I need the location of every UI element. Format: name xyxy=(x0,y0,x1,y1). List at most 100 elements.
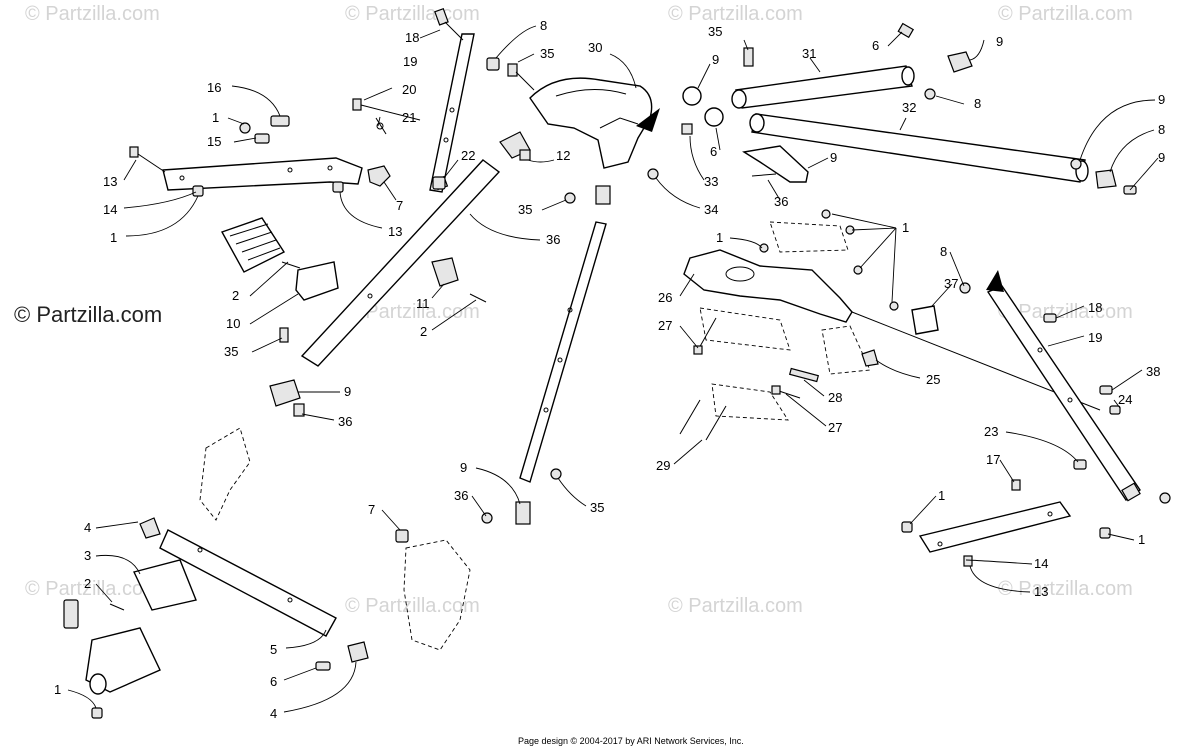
callout-21[interactable]: 21 xyxy=(402,110,416,125)
nut-1-brace-end[interactable] xyxy=(1159,492,1171,504)
clip-11[interactable] xyxy=(431,257,459,287)
bolt-20[interactable] xyxy=(352,98,421,121)
bolt-38[interactable] xyxy=(1099,385,1113,395)
nut-36-center[interactable] xyxy=(564,192,576,204)
callout-1[interactable]: 1 xyxy=(716,230,723,245)
nuts-1-column[interactable] xyxy=(759,209,899,311)
callout-8[interactable]: 8 xyxy=(940,244,947,259)
callout-8[interactable]: 8 xyxy=(974,96,981,111)
nut-1-lower-left[interactable] xyxy=(91,707,103,719)
clamp-4-lower[interactable] xyxy=(347,641,369,663)
collar-36-right[interactable] xyxy=(681,123,693,135)
clamp-9-left[interactable] xyxy=(269,379,301,407)
clip-7-lower[interactable] xyxy=(395,529,409,543)
callout-37[interactable]: 37 xyxy=(944,276,958,291)
callout-14[interactable]: 14 xyxy=(103,202,117,217)
clip-7-upper[interactable] xyxy=(367,165,391,187)
pin-21[interactable] xyxy=(375,117,387,135)
nut-35-center[interactable] xyxy=(647,168,659,180)
electronic-module[interactable] xyxy=(220,217,286,273)
front-tube-12b[interactable] xyxy=(519,221,607,483)
callout-35[interactable]: 34 xyxy=(704,202,718,217)
callout-33[interactable]: 9 xyxy=(830,150,837,165)
bolt-6-lower[interactable] xyxy=(315,661,331,671)
bolt-15[interactable] xyxy=(254,133,270,144)
nut-1-bracket-left[interactable] xyxy=(901,521,913,533)
nut-8-upper[interactable] xyxy=(486,57,500,71)
cap-9-b[interactable] xyxy=(704,107,724,127)
callout-1[interactable]: 1 xyxy=(110,230,117,245)
callout-35[interactable]: 35 xyxy=(540,46,554,61)
nut-24[interactable] xyxy=(1109,405,1121,415)
callout-22[interactable]: 22 xyxy=(461,148,475,163)
callout-35[interactable]: 35 xyxy=(224,344,238,359)
callout-32[interactable]: 32 xyxy=(902,100,916,115)
bolt-27-upper[interactable] xyxy=(693,317,717,355)
callout-7[interactable]: 7 xyxy=(396,198,403,213)
callout-9[interactable]: 12 xyxy=(556,148,570,163)
callout-18[interactable]: 18 xyxy=(405,30,419,45)
callout-2[interactable]: 2 xyxy=(84,576,91,591)
cross-bar-5[interactable] xyxy=(159,529,337,637)
callout-2[interactable]: 2 xyxy=(420,324,427,339)
clip-37[interactable] xyxy=(911,305,939,335)
steering-bracket-30[interactable] xyxy=(529,77,660,169)
callout-36[interactable]: 36 xyxy=(454,488,468,503)
bolt-35-left[interactable] xyxy=(279,327,289,343)
callout-1[interactable]: 1 xyxy=(212,110,219,125)
bolt-17[interactable] xyxy=(1011,479,1021,491)
callout-24[interactable]: 24 xyxy=(1118,392,1132,407)
spring-28[interactable] xyxy=(788,367,820,383)
cap-9-a[interactable] xyxy=(682,86,702,106)
callout-36[interactable]: 36 xyxy=(338,414,352,429)
callout-6[interactable]: 9 xyxy=(1158,150,1165,165)
callout-38[interactable]: 38 xyxy=(1146,364,1160,379)
callout-27[interactable]: 27 xyxy=(828,420,842,435)
bolt-13-right[interactable] xyxy=(332,181,344,193)
nut-36-lower[interactable] xyxy=(481,512,493,524)
callout-28[interactable]: 28 xyxy=(828,390,842,405)
callout-36[interactable]: 35 xyxy=(518,202,532,217)
bracket-14-lower-right[interactable] xyxy=(918,501,1072,553)
callout-29[interactable]: 29 xyxy=(656,458,670,473)
nut-8-right[interactable] xyxy=(924,88,936,100)
collar-36-left[interactable] xyxy=(293,403,305,417)
bolt-13-lower-right[interactable] xyxy=(963,555,973,567)
callout-9[interactable]: 8 xyxy=(1158,122,1165,137)
callout-1[interactable]: 1 xyxy=(938,488,945,503)
callout-6[interactable]: 6 xyxy=(270,674,277,689)
callout-8[interactable]: 8 xyxy=(540,18,547,33)
callout-6[interactable]: 6 xyxy=(872,38,879,53)
callout-4[interactable]: 4 xyxy=(270,706,277,721)
clamp-9-lower[interactable] xyxy=(515,501,531,525)
callout-13[interactable]: 13 xyxy=(103,174,117,189)
bolt-27-lower[interactable] xyxy=(771,385,801,399)
nut-22[interactable] xyxy=(432,176,446,190)
callout-7[interactable]: 7 xyxy=(368,502,375,517)
bolt-16[interactable] xyxy=(270,115,290,127)
nut-1-bracket-right[interactable] xyxy=(1099,527,1111,539)
clip-25[interactable] xyxy=(861,349,879,367)
collar-36-top[interactable] xyxy=(519,149,531,161)
callout-9[interactable]: 9 xyxy=(344,384,351,399)
callout-3[interactable]: 3 xyxy=(84,548,91,563)
callout-20[interactable]: 20 xyxy=(402,82,416,97)
nut-1-small[interactable] xyxy=(239,122,251,134)
bracket-33[interactable] xyxy=(742,145,809,183)
callout-15[interactable]: 15 xyxy=(207,134,221,149)
collar-9-center[interactable] xyxy=(595,185,611,205)
nut-8-brace[interactable] xyxy=(959,282,971,294)
callout-26[interactable]: 26 xyxy=(658,290,672,305)
pin-2-left[interactable] xyxy=(281,261,301,269)
nut-8-right-end[interactable] xyxy=(1070,158,1082,170)
pin-2-mid[interactable] xyxy=(469,293,487,303)
nut-35-lower[interactable] xyxy=(550,468,562,480)
callout-36[interactable]: 33 xyxy=(704,174,718,189)
callout-10[interactable]: 10 xyxy=(226,316,240,331)
callout-2[interactable]: 2 xyxy=(232,288,239,303)
steering-support-26[interactable] xyxy=(683,249,853,323)
bolts-29[interactable] xyxy=(679,399,727,441)
mount-bracket-3[interactable] xyxy=(133,559,197,611)
bolt-6-top[interactable] xyxy=(897,22,915,39)
callout-9[interactable]: 9 xyxy=(996,34,1003,49)
